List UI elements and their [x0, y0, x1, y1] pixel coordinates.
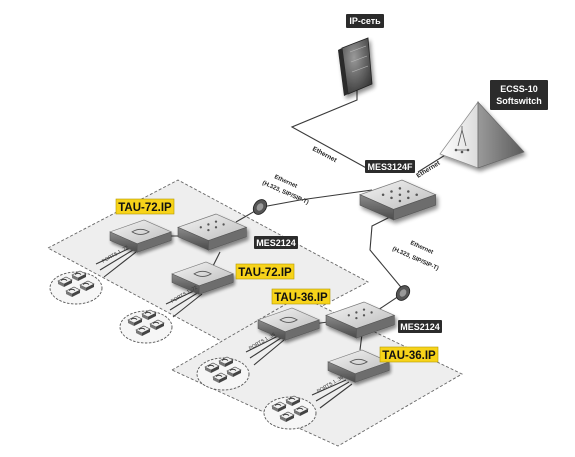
- phone-cluster-tau72-b: [119, 309, 173, 344]
- ports-fan-tau36-a: [245, 335, 285, 366]
- tau72-gateway-b-device: [171, 261, 234, 295]
- tau72-label-a-tag: TAU-72.IP: [115, 198, 175, 215]
- ip-network-icon: [338, 37, 373, 96]
- tau72-label-b: TAU-72.IP: [238, 267, 292, 279]
- phone-cluster-tau36-a: [196, 356, 250, 391]
- phone-cluster-tau72-a: [49, 270, 103, 305]
- softswitch-label-tag: ECSS-10 Softswitch: [490, 80, 548, 110]
- tau36-gateway-a-device: [257, 307, 320, 341]
- cable-ipnet-to-core: [290, 90, 371, 171]
- cable-core-to-left-switch: [235, 189, 373, 223]
- connector-icon-left: [252, 199, 268, 215]
- tau36-label-a-tag: TAU-36.IP: [271, 288, 331, 305]
- phone-cluster-tau36-b: [263, 395, 317, 430]
- cable-switch-to-tau36-b: [359, 333, 363, 351]
- access-switch-left-device: [177, 213, 247, 251]
- access-switch-right-label-tag: MES2124: [398, 320, 442, 333]
- core-switch-label: MES3124F: [367, 162, 413, 172]
- access-switch-right-device: [325, 301, 395, 339]
- softswitch-label-line2: Softswitch: [496, 96, 542, 106]
- softswitch-label-line1: ECSS-10: [500, 84, 538, 94]
- ports-fan-tau72-b: [165, 289, 203, 318]
- ethernet-right-link-label-line1: Ethernet: [409, 240, 434, 255]
- ip-network-label-tag: IP-сеть: [346, 14, 384, 28]
- tau36-label-b-tag: TAU-36.IP: [379, 346, 439, 363]
- connector-icon-right: [395, 285, 411, 301]
- access-switch-left-label: MES2124: [256, 238, 296, 248]
- core-switch-device: [359, 179, 436, 221]
- tau36-label-b: TAU-36.IP: [382, 350, 436, 362]
- tau72-label-b-tag: TAU-72.IP: [235, 263, 295, 280]
- core-switch-label-tag: MES3124F: [365, 160, 415, 173]
- ports-fan-tau36-b: [311, 379, 353, 409]
- access-switch-right-label: MES2124: [400, 322, 440, 332]
- tau36-gateway-b-device: [327, 349, 390, 383]
- ethernet-softswitch-link-label: Ethernet: [415, 159, 442, 179]
- cable-core-to-right-switch: [369, 211, 406, 311]
- tau72-gateway-a-device: [109, 219, 172, 253]
- softswitch-pyramid-icon: [439, 100, 525, 169]
- ports-fan-tau72-a: [95, 247, 137, 278]
- ip-network-label: IP-сеть: [349, 16, 381, 26]
- tau72-label-a: TAU-72.IP: [118, 202, 172, 214]
- tau36-label-a: TAU-36.IP: [274, 292, 328, 304]
- ethernet-ipnet-link-label: Ethernet: [311, 146, 338, 165]
- access-switch-left-label-tag: MES2124: [254, 236, 298, 249]
